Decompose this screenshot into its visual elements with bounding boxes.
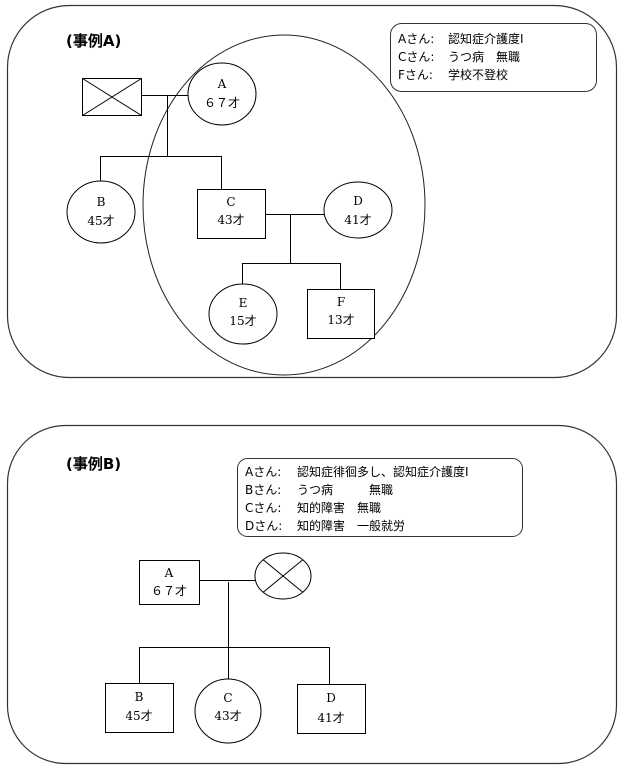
legend-text: うつ病 無職 <box>297 482 393 497</box>
person-b: B 45才 <box>66 180 136 244</box>
person-d: D 41才 <box>323 181 393 239</box>
person-a: A ６７才 <box>187 62 257 126</box>
legend-name: Bさん: <box>245 483 281 497</box>
male-square <box>105 683 174 733</box>
legend-text: うつ病 無職 <box>448 49 520 64</box>
person-age: 45才 <box>125 709 152 723</box>
legend-text: 知的障害 一般就労 <box>297 518 405 533</box>
person-d: D 41才 <box>297 684 366 734</box>
person-age: 15才 <box>229 314 256 328</box>
person-age: 41才 <box>344 213 371 227</box>
person-label: D <box>353 194 363 208</box>
legend-name: Cさん: <box>245 501 281 515</box>
male-square <box>297 684 366 734</box>
legend-text: 知的障害 無職 <box>297 500 381 515</box>
person-age: 45才 <box>87 214 114 228</box>
person-c: C 43才 <box>197 189 266 239</box>
case-b-legend: Aさん: 認知症徘徊多し、認知症介護度Ⅰ Bさん: うつ病 無職 Cさん: 知的… <box>237 458 523 537</box>
legend-text: 認知症介護度Ⅰ <box>448 31 524 46</box>
person-label: A <box>217 77 227 91</box>
person-label: B <box>97 195 106 209</box>
legend-name: Dさん: <box>245 519 282 533</box>
person-age: 13才 <box>327 313 354 327</box>
person-age: 43才 <box>214 709 241 723</box>
case-a-title: (事例A) <box>66 32 121 50</box>
female-circle <box>208 283 278 345</box>
case-a-lines <box>100 95 341 289</box>
deceased-cross-icon <box>82 78 142 116</box>
deceased-cross-icon <box>262 559 304 593</box>
female-circle <box>323 181 393 239</box>
case-a-legend-box <box>390 23 597 92</box>
person-age: ６７才 <box>151 584 187 598</box>
legend-text: 学校不登校 <box>448 67 508 82</box>
person-age: 41才 <box>317 711 344 725</box>
case-b-panel: (事例B) Aさん: 認知症徘徊多し、認知症介護度Ⅰ Bさん: うつ病 無職 C… <box>6 424 618 765</box>
male-square <box>307 289 375 339</box>
person-a: A ６７才 <box>139 560 200 605</box>
person-c: C 43才 <box>194 678 262 744</box>
person-label: A <box>164 566 174 580</box>
female-circle <box>187 62 257 126</box>
case-b-legend-box <box>237 458 523 537</box>
case-a-panel: (事例A) Aさん: 認知症介護度Ⅰ Cさん: うつ病 無職 Fさん: 学校不登… <box>6 4 618 379</box>
person-label: F <box>337 295 345 309</box>
person-f: F 13才 <box>307 289 375 339</box>
legend-name: Aさん: <box>398 32 434 46</box>
household-boundary <box>142 34 426 376</box>
case-b-lines <box>139 580 330 684</box>
legend-name: Cさん: <box>398 50 434 64</box>
male-square <box>139 560 200 605</box>
person-b: B 45才 <box>105 683 174 733</box>
case-b-title: (事例B) <box>66 455 121 473</box>
person-label: C <box>223 691 232 705</box>
case-a-legend: Aさん: 認知症介護度Ⅰ Cさん: うつ病 無職 Fさん: 学校不登校 <box>390 23 597 92</box>
case-b-deceased-female <box>254 552 312 600</box>
person-label: C <box>226 195 235 209</box>
male-square <box>197 189 266 239</box>
person-e: E 15才 <box>208 283 278 345</box>
person-label: B <box>135 690 144 704</box>
female-circle <box>66 180 136 244</box>
female-circle <box>194 678 262 744</box>
legend-name: Aさん: <box>245 465 281 479</box>
person-age: ６７才 <box>204 96 240 110</box>
person-label: E <box>239 296 248 310</box>
legend-text: 認知症徘徊多し、認知症介護度Ⅰ <box>297 464 469 479</box>
legend-name: Fさん: <box>398 68 433 82</box>
person-age: 43才 <box>217 213 244 227</box>
person-label: D <box>326 691 336 705</box>
case-a-deceased-male <box>82 78 142 116</box>
